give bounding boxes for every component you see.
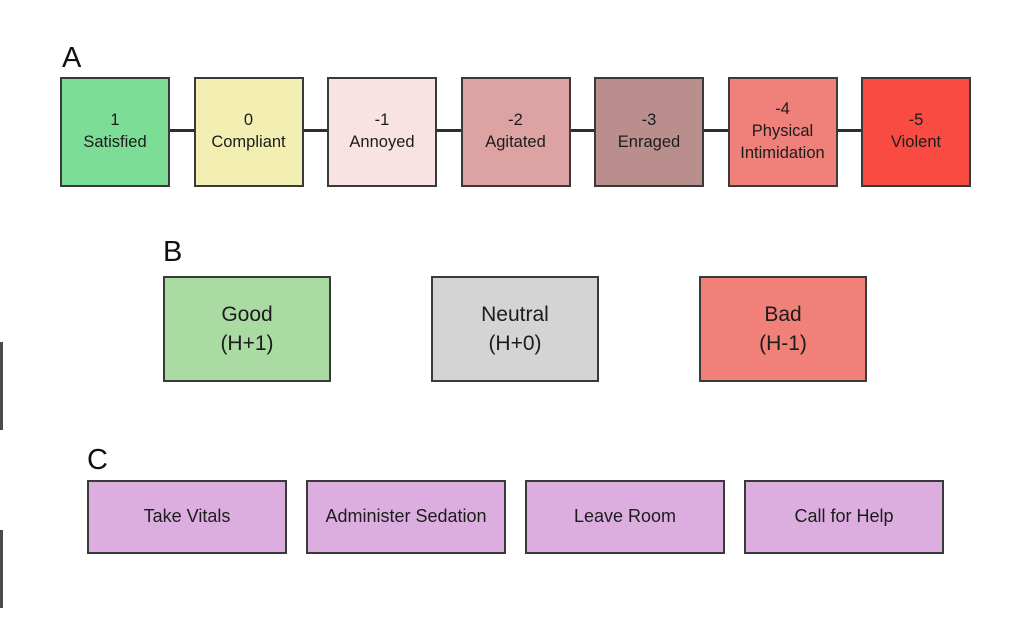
outcome-title: Neutral xyxy=(481,302,549,326)
outcome-box-good: Good (H+1) xyxy=(163,276,331,382)
scale-name: Violent xyxy=(890,133,942,151)
panel-b-label: B xyxy=(163,236,183,268)
outcome-subtitle: (H+1) xyxy=(220,332,274,355)
scale-name: Enraged xyxy=(617,133,681,151)
outcome-subtitle: (H-1) xyxy=(759,332,807,355)
clipped-box-edge-left-lower xyxy=(0,530,3,608)
scale-box-physical-intimidation: -4 Physical Intimidation xyxy=(727,77,838,187)
action-label: Take Vitals xyxy=(143,506,231,527)
outcome-box-bad: Bad (H-1) xyxy=(699,276,867,382)
clipped-box-edge-left-upper xyxy=(0,342,3,430)
outcome-row: Good (H+1) Neutral (H+0) Bad (H-1) xyxy=(163,276,867,382)
outcome-box-neutral: Neutral (H+0) xyxy=(431,276,599,382)
scale-name: Physical Intimidation xyxy=(740,122,825,162)
scale-name: Annoyed xyxy=(349,133,415,151)
scale-value: -2 xyxy=(508,111,523,130)
scale-value: -3 xyxy=(641,111,657,130)
panel-c-label: C xyxy=(87,444,108,476)
scale-box-satisfied: 1 Satisfied xyxy=(60,77,170,187)
action-label: Call for Help xyxy=(794,506,894,527)
action-box-administer-sedation: Administer Sedation xyxy=(306,480,506,554)
outcome-title: Bad xyxy=(764,302,802,326)
scale-value: 0 xyxy=(243,111,254,130)
action-box-take-vitals: Take Vitals xyxy=(87,480,287,554)
action-box-leave-room: Leave Room xyxy=(525,480,725,554)
action-row: Take Vitals Administer Sedation Leave Ro… xyxy=(87,480,944,554)
scale-box-violent: -5 Violent xyxy=(861,77,971,187)
scale-value: -1 xyxy=(374,111,390,130)
scale-box-agitated: -2 Agitated xyxy=(460,77,571,187)
scale-name: Satisfied xyxy=(83,133,147,151)
scale-value: -4 xyxy=(775,100,790,119)
scale-box-annoyed: -1 Annoyed xyxy=(327,77,437,187)
outcome-title: Good xyxy=(221,302,273,326)
agitation-scale-row: 1 Satisfied 0 Compliant -1 Annoyed -2 Ag… xyxy=(60,77,971,187)
scale-name: Compliant xyxy=(211,133,286,151)
scale-box-compliant: 0 Compliant xyxy=(193,77,304,187)
action-box-call-for-help: Call for Help xyxy=(744,480,944,554)
outcome-subtitle: (H+0) xyxy=(488,332,542,355)
scale-name: Agitated xyxy=(485,133,546,151)
panel-a-label: A xyxy=(62,42,82,74)
scale-box-enraged: -3 Enraged xyxy=(594,77,704,187)
action-label: Administer Sedation xyxy=(325,506,487,527)
scale-value: 1 xyxy=(110,111,120,130)
scale-value: -5 xyxy=(908,111,924,130)
action-label: Leave Room xyxy=(573,506,677,527)
